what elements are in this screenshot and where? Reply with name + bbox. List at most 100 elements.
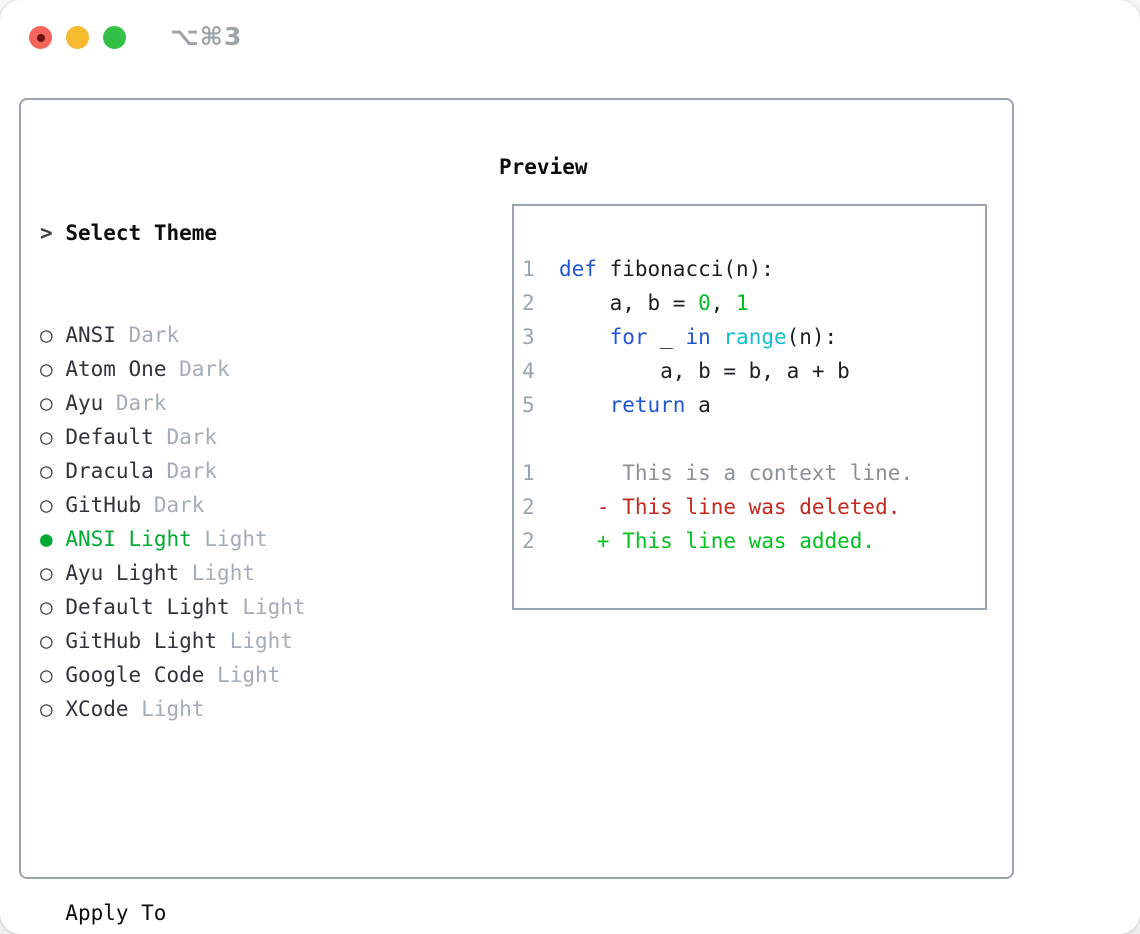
code-token: def xyxy=(559,257,597,281)
spacer-row xyxy=(40,794,394,828)
radio-icon: ○ xyxy=(40,391,53,415)
select-theme-header: > Select Theme xyxy=(40,216,394,250)
theme-name: Ayu Light xyxy=(65,561,180,585)
radio-icon: ○ xyxy=(40,493,53,517)
code-token: a xyxy=(685,393,711,417)
theme-name: Default xyxy=(65,425,154,449)
code-token: in xyxy=(685,325,711,349)
theme-picker-column: > Select Theme ○ ANSI Dark○ Atom One Dar… xyxy=(40,148,394,934)
theme-option-xcode[interactable]: ○ XCode Light xyxy=(40,692,394,726)
code-token: _ xyxy=(647,325,686,349)
code-token: + This line was added. xyxy=(559,529,876,553)
code-token: 1 xyxy=(736,291,749,315)
theme-option-atom-one[interactable]: ○ Atom One Dark xyxy=(40,352,394,386)
radio-selected-icon: ● xyxy=(40,527,53,551)
theme-variant-tag: Dark xyxy=(128,323,180,347)
code-token: 0 xyxy=(698,291,711,315)
line-number: 2 xyxy=(522,495,535,519)
line-number: 1 xyxy=(522,461,535,485)
code-token xyxy=(711,325,724,349)
line-number: 2 xyxy=(522,529,535,553)
code-token: (n): xyxy=(786,325,838,349)
line-number: 2 xyxy=(522,291,535,315)
theme-variant-tag: Dark xyxy=(179,357,230,381)
code-token: fibonacci(n): xyxy=(596,257,774,281)
theme-list: ○ ANSI Dark○ Atom One Dark○ Ayu Dark○ De… xyxy=(40,318,394,726)
line-number: 1 xyxy=(522,257,535,281)
theme-variant-tag: Light xyxy=(204,527,268,551)
radio-icon: ○ xyxy=(40,697,53,721)
theme-option-ayu[interactable]: ○ Ayu Dark xyxy=(40,386,394,420)
code-token: range xyxy=(723,325,787,349)
theme-option-ansi-light[interactable]: ● ANSI Light Light xyxy=(40,522,394,556)
theme-variant-tag: Dark xyxy=(166,459,218,483)
diff-line: 2 + This line was added. xyxy=(522,524,913,558)
theme-variant-tag: Light xyxy=(229,629,293,653)
code-token: - This line was deleted. xyxy=(559,495,901,519)
radio-icon: ○ xyxy=(40,459,53,483)
code-line: 5 return a xyxy=(522,388,913,422)
minimize-button[interactable] xyxy=(66,26,89,49)
theme-option-default-light[interactable]: ○ Default Light Light xyxy=(40,590,394,624)
close-button[interactable] xyxy=(29,26,52,49)
code-token: for xyxy=(609,325,648,349)
theme-option-google-code[interactable]: ○ Google Code Light xyxy=(40,658,394,692)
theme-name: GitHub xyxy=(65,493,142,517)
radio-icon: ○ xyxy=(40,663,53,687)
theme-variant-tag: Dark xyxy=(115,391,167,415)
preview-title: Preview xyxy=(499,155,588,179)
theme-variant-tag: Light xyxy=(191,561,255,585)
line-number: 3 xyxy=(522,325,535,349)
theme-option-default[interactable]: ○ Default Dark xyxy=(40,420,394,454)
code-token xyxy=(559,325,610,349)
radio-icon: ○ xyxy=(40,595,53,619)
code-token: This is a context line. xyxy=(559,461,914,485)
theme-name: GitHub Light xyxy=(65,629,218,653)
radio-icon: ○ xyxy=(40,323,53,347)
theme-option-github-light[interactable]: ○ GitHub Light Light xyxy=(40,624,394,658)
line-number: 5 xyxy=(522,393,535,417)
radio-icon: ○ xyxy=(40,629,53,653)
theme-option-dracula[interactable]: ○ Dracula Dark xyxy=(40,454,394,488)
code-line: 4 a, b = b, a + b xyxy=(522,354,913,388)
theme-picker-panel: > Select Theme ○ ANSI Dark○ Atom One Dar… xyxy=(19,98,1014,925)
theme-name: Dracula xyxy=(65,459,154,483)
theme-variant-tag: Light xyxy=(217,663,281,687)
code-line: 1 def fibonacci(n): xyxy=(522,252,913,286)
select-theme-title: Select Theme xyxy=(65,221,218,245)
code-token: a, b = xyxy=(559,291,699,315)
radio-icon: ○ xyxy=(40,425,53,449)
apply-to-header: Apply To xyxy=(65,901,167,925)
theme-variant-tag: Light xyxy=(141,697,205,721)
radio-icon: ○ xyxy=(40,357,53,381)
theme-option-ansi[interactable]: ○ ANSI Dark xyxy=(40,318,394,352)
code-token: , xyxy=(710,291,737,315)
cursor-icon: > xyxy=(40,221,53,245)
theme-name: Default Light xyxy=(65,595,230,619)
theme-variant-tag: Light xyxy=(242,595,306,619)
line-number: 4 xyxy=(522,359,535,383)
theme-variant-tag: Dark xyxy=(153,493,205,517)
code-token: return xyxy=(609,393,686,417)
theme-name: Ayu xyxy=(65,391,104,415)
diff-line: 1 This is a context line. xyxy=(522,456,913,490)
theme-name: ANSI Light xyxy=(65,527,192,551)
close-dot-icon xyxy=(36,33,45,42)
code-line: 3 for _ in range(n): xyxy=(522,320,913,354)
code-token xyxy=(559,393,610,417)
radio-icon: ○ xyxy=(40,561,53,585)
maximize-button[interactable] xyxy=(103,26,126,49)
blank-line xyxy=(522,422,913,456)
theme-name: Atom One xyxy=(65,357,167,381)
diff-line: 2 - This line was deleted. xyxy=(522,490,913,524)
theme-variant-tag: Dark xyxy=(166,425,218,449)
code-line: 2 a, b = 0, 1 xyxy=(522,286,913,320)
theme-option-ayu-light[interactable]: ○ Ayu Light Light xyxy=(40,556,394,590)
theme-option-github[interactable]: ○ GitHub Dark xyxy=(40,488,394,522)
window-shortcut-label: ⌥⌘3 xyxy=(170,22,243,51)
theme-name: XCode xyxy=(65,697,129,721)
theme-name: ANSI xyxy=(65,323,116,347)
